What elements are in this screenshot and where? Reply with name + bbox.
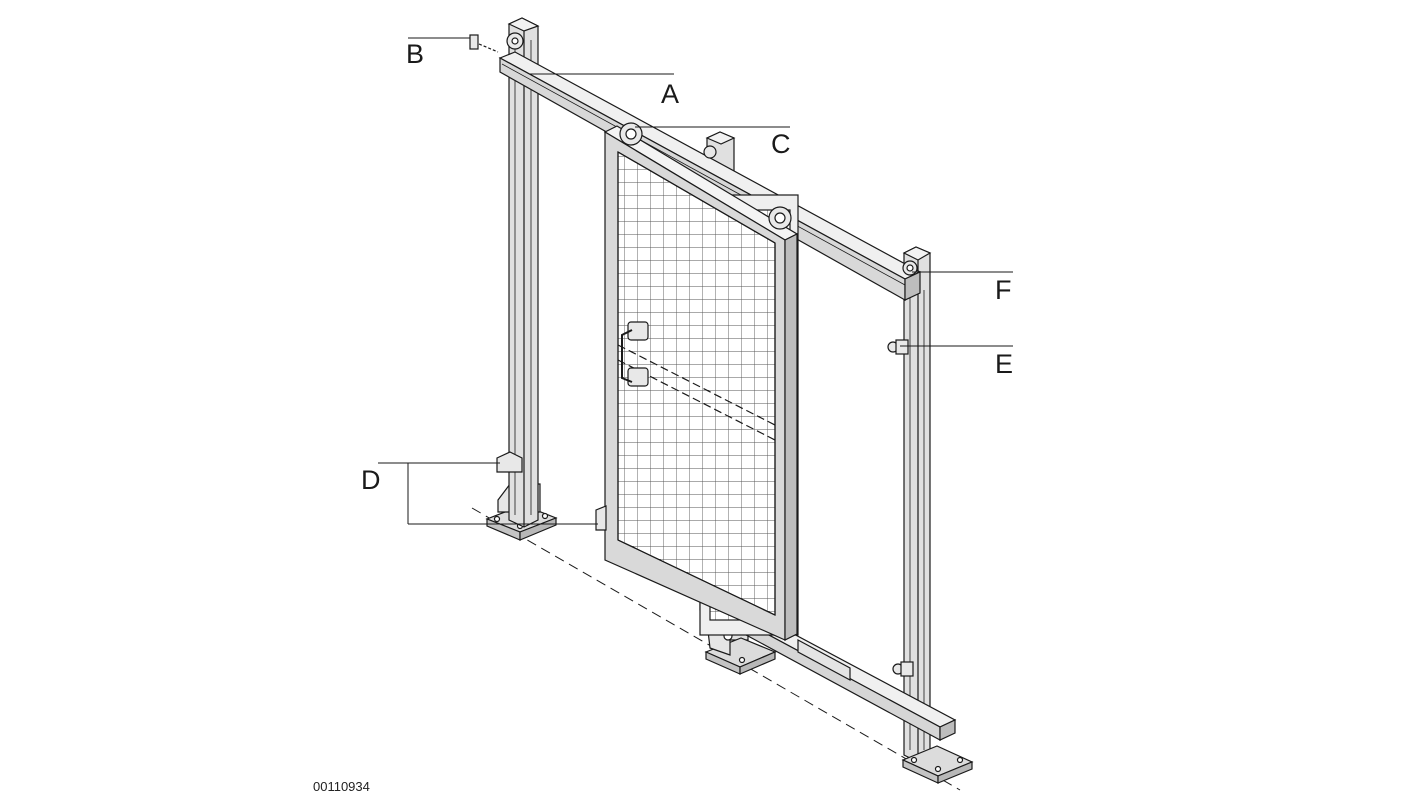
callout-f: F bbox=[995, 275, 1012, 305]
door-stop-brackets bbox=[887, 339, 914, 677]
callout-e: E bbox=[995, 349, 1014, 379]
left-post bbox=[507, 17, 540, 528]
sliding-door bbox=[603, 125, 799, 641]
end-stop-bolt bbox=[469, 34, 499, 53]
callout-c: C bbox=[771, 129, 791, 159]
leader-lines bbox=[378, 37, 1013, 525]
callout-d: D bbox=[361, 465, 381, 495]
right-post bbox=[902, 246, 932, 763]
door-handle bbox=[621, 321, 649, 387]
right-base-plate bbox=[901, 745, 974, 784]
drawing-number: 00110934 bbox=[313, 779, 370, 794]
rail-rollers bbox=[506, 32, 918, 276]
callout-b: B bbox=[406, 39, 425, 69]
callout-a: A bbox=[661, 79, 680, 109]
floor-guides bbox=[496, 451, 607, 531]
